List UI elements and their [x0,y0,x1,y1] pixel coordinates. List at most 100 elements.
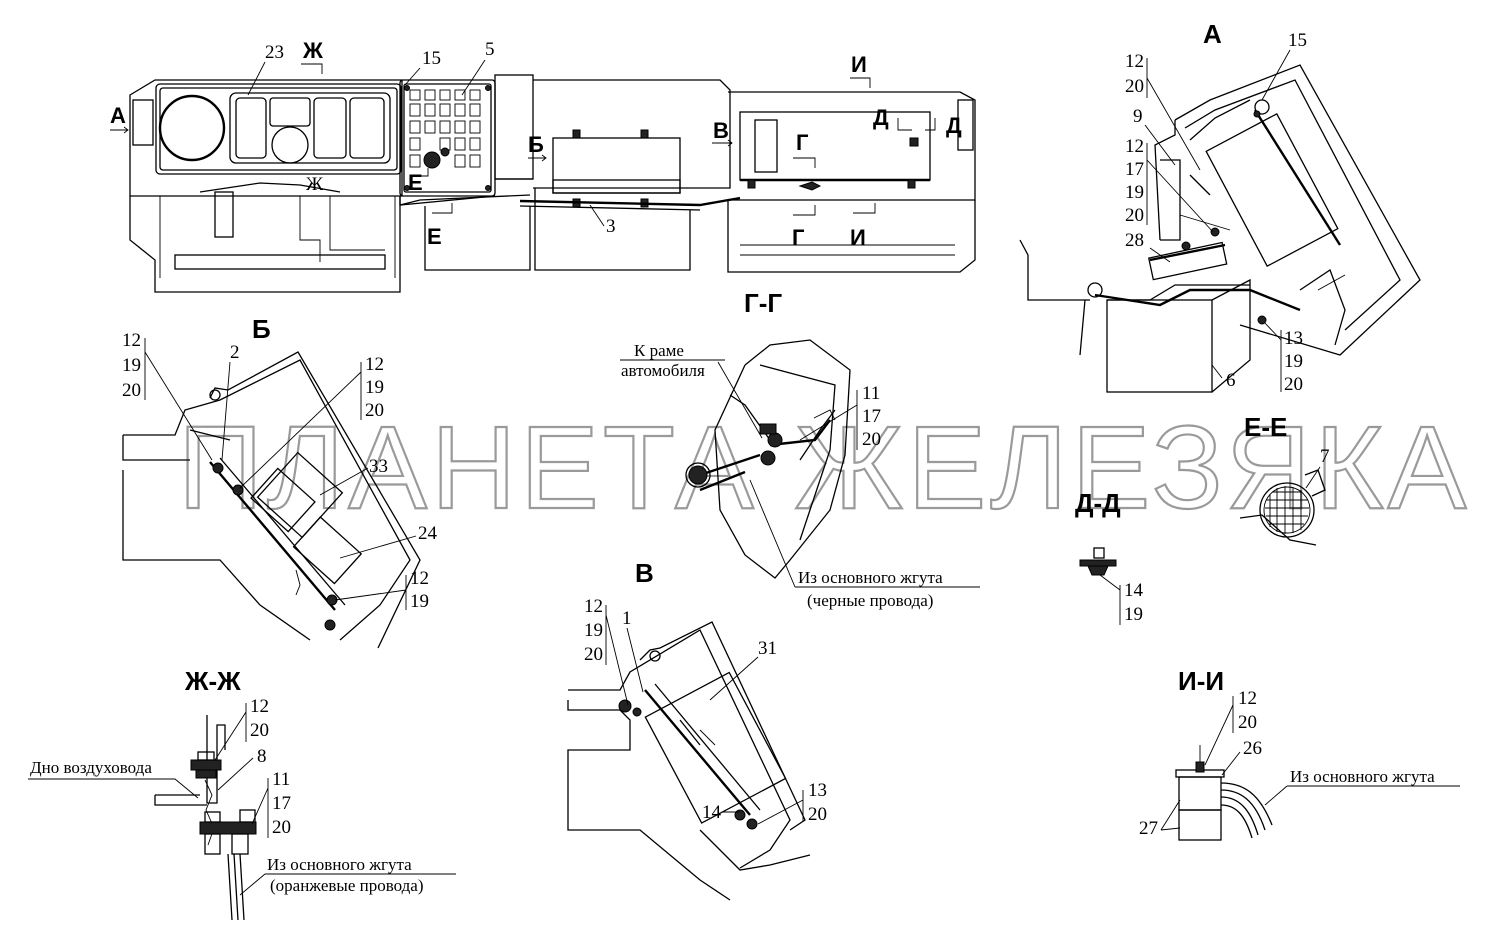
main-callouts: 23 15 5 3 [247,39,616,237]
a-callout-20c: 20 [1284,374,1303,395]
title-view-zh: Ж-Ж [184,666,241,696]
cut-b: Б [528,132,544,157]
title-view-g: Г-Г [744,288,782,318]
cut-d-right: Д [946,113,962,138]
callout-5: 5 [485,39,495,60]
a-callout-12a: 12 [1125,51,1144,72]
zh-callout-8: 8 [257,746,267,767]
a-callout-28: 28 [1125,230,1144,251]
cut-v: В [713,118,729,143]
label-oranzh: (оранжевые провода) [270,876,424,895]
cut-g: Г [796,130,809,155]
b-callout-20b: 20 [365,400,384,421]
view-a: А [1019,19,1421,393]
e-callout-7: 7 [1320,446,1330,467]
title-view-b: Б [252,314,271,344]
view-zh-callouts: 12 20 8 Дно воздуховода 11 17 20 Из осно… [28,696,456,896]
cut-e-lower: Е [427,224,442,249]
cut-marks: А Ж И Б В Г Г Д Д Е Е И Ж [110,38,962,250]
b-callout-12a: 12 [122,330,141,351]
a-callout-6: 6 [1226,370,1236,391]
v-callout-14: 14 [702,802,722,823]
view-zh: Ж-Ж [154,666,257,921]
title-view-a: А [1203,19,1222,49]
view-b-callouts: 12 19 20 2 12 19 20 33 24 12 19 [122,330,438,612]
label-avtomobilya: автомобиля [621,361,705,380]
d-callout-14: 14 [1124,580,1144,601]
zh-callout-17: 17 [272,793,291,814]
cut-zh: Ж [302,38,323,63]
i-callout-26: 26 [1243,738,1262,759]
g-callout-20: 20 [862,429,881,450]
zh-callout-20b: 20 [272,817,291,838]
a-callout-12b: 12 [1125,136,1144,157]
label-k-rame: К раме [634,341,684,360]
cut-i-lower: И [850,225,866,250]
callout-23: 23 [265,42,284,63]
view-a-callouts: 15 12 20 9 12 17 19 20 28 13 19 20 6 [1125,30,1307,395]
a-callout-19: 19 [1125,182,1144,203]
b-callout-24: 24 [418,523,438,544]
mesh-icon [1265,486,1309,534]
cut-zh-small: Ж [306,174,324,195]
view-g: Г-Г [685,288,851,579]
view-i-callouts: 12 20 26 27 Из основного жгута [1139,688,1460,839]
zh-callout-11: 11 [272,769,290,790]
v-callout-20: 20 [584,644,603,665]
view-e-callouts: 7 [1305,446,1330,489]
title-view-i: И-И [1178,666,1224,696]
b-callout-19b: 19 [365,377,384,398]
v-callout-1: 1 [622,608,632,629]
b-callout-12b: 12 [365,354,384,375]
view-d: Д-Д [1075,488,1121,576]
cut-i: И [851,52,867,77]
b-callout-19a: 19 [122,355,141,376]
a-callout-19b: 19 [1284,351,1303,372]
view-v-callouts: 12 19 20 1 31 14 13 20 [584,596,827,825]
v-callout-13: 13 [808,780,827,801]
g-callout-17: 17 [862,406,881,427]
v-callout-20b: 20 [808,804,827,825]
a-callout-20b: 20 [1125,205,1144,226]
title-view-v: В [635,558,654,588]
b-callout-20a: 20 [122,380,141,401]
callout-15: 15 [422,48,441,69]
cut-a: А [110,103,126,128]
cut-d-left: Д [873,105,889,130]
view-e: Е-Е [1239,412,1326,546]
switch-grid [404,85,491,191]
cut-g-lower: Г [792,225,805,250]
b-callout-19c: 19 [410,591,429,612]
callout-3: 3 [606,216,616,237]
cut-e-upper: Е [408,170,423,195]
v-callout-12: 12 [584,596,603,617]
label-iz-zhguta-zh: Из основного жгута [267,855,412,874]
view-d-callouts: 14 19 [1099,574,1144,625]
zh-callout-20: 20 [250,720,269,741]
b-callout-2: 2 [230,342,240,363]
d-callout-19: 19 [1124,604,1143,625]
i-callout-12: 12 [1238,688,1257,709]
label-iz-zhguta-g: Из основного жгута [798,568,943,587]
a-callout-9: 9 [1133,106,1143,127]
a-callout-15: 15 [1288,30,1307,51]
a-callout-20a: 20 [1125,76,1144,97]
label-dno: Дно воздуховода [30,758,152,777]
b-callout-33: 33 [369,456,388,477]
view-i: И-И [1175,666,1273,841]
title-view-e: Е-Е [1244,412,1287,442]
i-callout-27: 27 [1139,818,1158,839]
v-callout-31: 31 [758,638,777,659]
a-callout-13: 13 [1284,328,1303,349]
view-v: В [567,558,811,901]
view-g-callouts: К раме автомобиля 11 17 20 Из основного … [620,341,980,610]
a-callout-17: 17 [1125,159,1144,180]
label-iz-zhguta-i: Из основного жгута [1290,767,1435,786]
label-chernye: (черные провода) [807,591,933,610]
g-callout-11: 11 [862,383,880,404]
view-b: Б [122,314,421,649]
zh-callout-12: 12 [250,696,269,717]
i-callout-20: 20 [1238,712,1257,733]
b-callout-12c: 12 [410,568,429,589]
